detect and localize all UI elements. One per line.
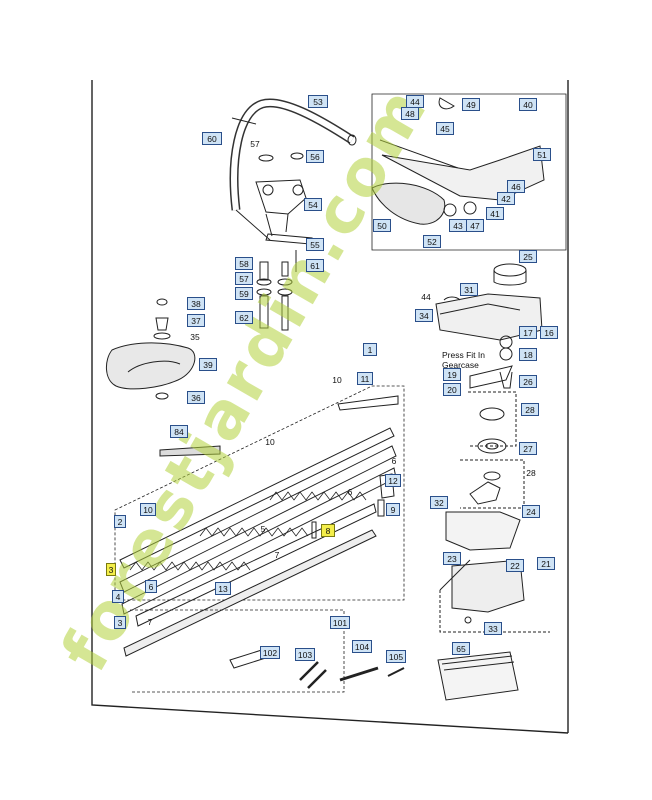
part-label-25: 25	[519, 250, 537, 263]
part-label-28a: 28	[521, 403, 539, 416]
part-label-52: 52	[423, 235, 441, 248]
part-label-104: 104	[352, 640, 372, 653]
part-label-24: 24	[522, 505, 540, 518]
part-label-38: 38	[187, 297, 205, 310]
part-label-50: 50	[373, 219, 391, 232]
part-label-6a: 6	[391, 456, 397, 466]
part-label-12: 12	[385, 474, 401, 487]
part-label-10a: 10	[332, 375, 342, 385]
part-label-60: 60	[202, 132, 222, 145]
part-label-59: 59	[235, 287, 253, 300]
part-label-43: 43	[449, 219, 467, 232]
part-label-21: 21	[537, 557, 555, 570]
part-label-27: 27	[519, 442, 537, 455]
handle-bracket-part	[255, 152, 307, 237]
part-label-4: 4	[112, 590, 124, 603]
part-label-18: 18	[519, 348, 537, 361]
part-label-47: 47	[466, 219, 484, 232]
part-label-28b: 28	[526, 468, 536, 478]
part-label-10c: 10	[140, 503, 156, 516]
part-label-31: 31	[460, 283, 478, 296]
part-label-6b: 6	[347, 487, 353, 497]
part-label-103: 103	[295, 648, 315, 661]
part-label-57: 57	[250, 139, 260, 149]
part-label-65: 65	[452, 642, 470, 655]
part-label-11: 11	[357, 372, 373, 385]
part-label-53: 53	[308, 95, 328, 108]
part-label-61: 61	[306, 259, 324, 272]
part-label-3a: 3	[106, 563, 116, 576]
part-label-42: 42	[497, 192, 515, 205]
part-label-101: 101	[330, 616, 350, 629]
part-label-37: 37	[187, 314, 205, 327]
handle-part	[229, 98, 357, 241]
part-label-35: 35	[190, 332, 200, 342]
part-label-19: 19	[443, 368, 461, 381]
part-label-10b: 10	[265, 437, 275, 447]
part-label-8: 8	[321, 524, 335, 537]
part-label-40: 40	[519, 98, 537, 111]
part-label-22: 22	[506, 559, 524, 572]
part-label-32: 32	[430, 496, 448, 509]
part-label-9: 9	[386, 503, 400, 516]
part-label-39: 39	[199, 358, 217, 371]
part-label-13: 13	[215, 582, 231, 595]
part-label-45: 45	[436, 122, 454, 135]
part-label-102: 102	[260, 646, 280, 659]
part-label-54: 54	[304, 198, 322, 211]
part-label-2: 2	[114, 515, 126, 528]
part-label-105: 105	[386, 650, 406, 663]
part-label-5: 5	[260, 524, 266, 534]
part-label-41: 41	[486, 207, 504, 220]
part-label-17: 17	[519, 326, 537, 339]
part-label-36: 36	[187, 391, 205, 404]
part-label-1: 1	[363, 343, 377, 356]
part-label-26: 26	[519, 375, 537, 388]
part-label-23: 23	[443, 552, 461, 565]
part-label-34: 34	[415, 309, 433, 322]
part-label-58: 58	[235, 257, 253, 270]
part-label-48: 48	[401, 107, 419, 120]
part-label-6c: 6	[145, 580, 157, 593]
part-label-49: 49	[462, 98, 480, 111]
part-label-56: 56	[306, 150, 324, 163]
part-label-20: 20	[443, 383, 461, 396]
part-label-7a: 7	[274, 550, 280, 560]
part-label-84: 84	[170, 425, 188, 438]
part-label-62: 62	[235, 311, 253, 324]
part-label-51: 51	[533, 148, 551, 161]
part-label-3b: 3	[114, 616, 126, 629]
part-label-55: 55	[306, 238, 324, 251]
part-label-57b: 57	[235, 272, 253, 285]
part-label-46: 46	[507, 180, 525, 193]
part-label-44b: 44	[421, 292, 431, 302]
part-label-33: 33	[484, 622, 502, 635]
part-label-16: 16	[540, 326, 558, 339]
part-label-7b: 7	[147, 617, 153, 627]
press-fit-note: Press Fit In Gearcase	[442, 350, 485, 370]
